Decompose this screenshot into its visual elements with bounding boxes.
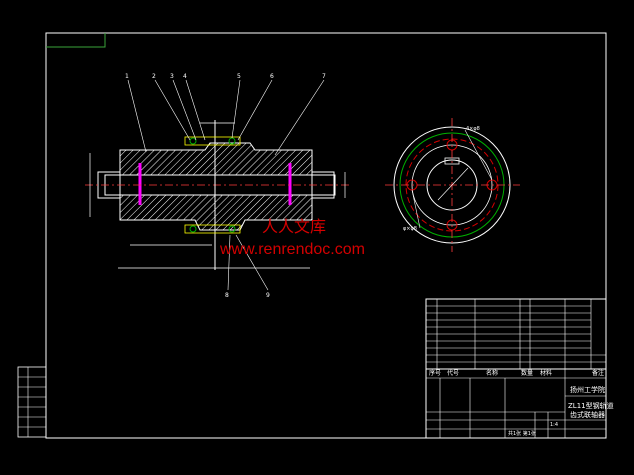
sheet-border (45, 32, 607, 439)
leader-label-6: 6 (270, 73, 274, 80)
school-name: 扬州工学院 (570, 385, 605, 394)
bolt-top (184, 136, 241, 146)
bolt-bottom (184, 224, 241, 234)
drawing-title-line2: 齿式联轴器 (570, 410, 605, 419)
title-block-frame (425, 368, 607, 439)
header-qty: 数量 (521, 369, 533, 377)
leader-label-8: 8 (225, 292, 229, 299)
side-view (385, 118, 520, 252)
corner-mark (46, 33, 106, 48)
watermark-url: www.renrendoc.com (219, 241, 365, 258)
leader-label-1: 1 (125, 73, 129, 80)
leader-label-3: 3 (170, 73, 174, 80)
leader-label-2: 2 (152, 73, 156, 80)
header-code: 代号 (447, 369, 459, 377)
sleeve-upper-section (119, 142, 313, 176)
parts-list (425, 298, 607, 370)
leader-5 (231, 79, 241, 139)
header-no: 序号 (429, 369, 441, 377)
header-remark: 备注 (592, 369, 604, 377)
leader-2 (154, 79, 191, 141)
leader-label-7: 7 (322, 73, 326, 80)
watermark-cn: 人人文库 (262, 218, 326, 236)
leader-9 (235, 234, 269, 291)
header-material: 材料 (540, 369, 552, 377)
nut-bottom (228, 225, 236, 233)
header-name: 名称 (486, 369, 498, 377)
leader-label-5: 5 (237, 73, 241, 80)
leader-4 (185, 79, 206, 141)
leader-8 (227, 234, 231, 291)
revision-strip-frame (17, 366, 47, 438)
leader-6 (237, 79, 273, 141)
scale-value: 1:4 (550, 422, 558, 428)
leader-label-4: 4 (183, 73, 187, 80)
leader-3 (172, 79, 197, 141)
revision-strip (17, 366, 47, 438)
side-label-top: 4×φ8 (466, 126, 480, 132)
leader-7 (274, 79, 325, 156)
side-leader-top (464, 129, 493, 181)
front-view (85, 79, 350, 291)
bolt-head-top (189, 137, 197, 145)
leader-1 (127, 79, 147, 153)
leader-label-9: 9 (266, 292, 270, 299)
bore-dim-line (437, 167, 469, 201)
title-block (425, 368, 607, 439)
side-label-bottom: φ×φ8 (403, 226, 417, 232)
drawing-title-line1: ZL11型钢轨道 (568, 401, 614, 410)
sheet-count: 共1张 第1张 (508, 430, 536, 437)
side-leader-bottom (411, 189, 421, 229)
bolt-head-bottom (189, 225, 197, 233)
